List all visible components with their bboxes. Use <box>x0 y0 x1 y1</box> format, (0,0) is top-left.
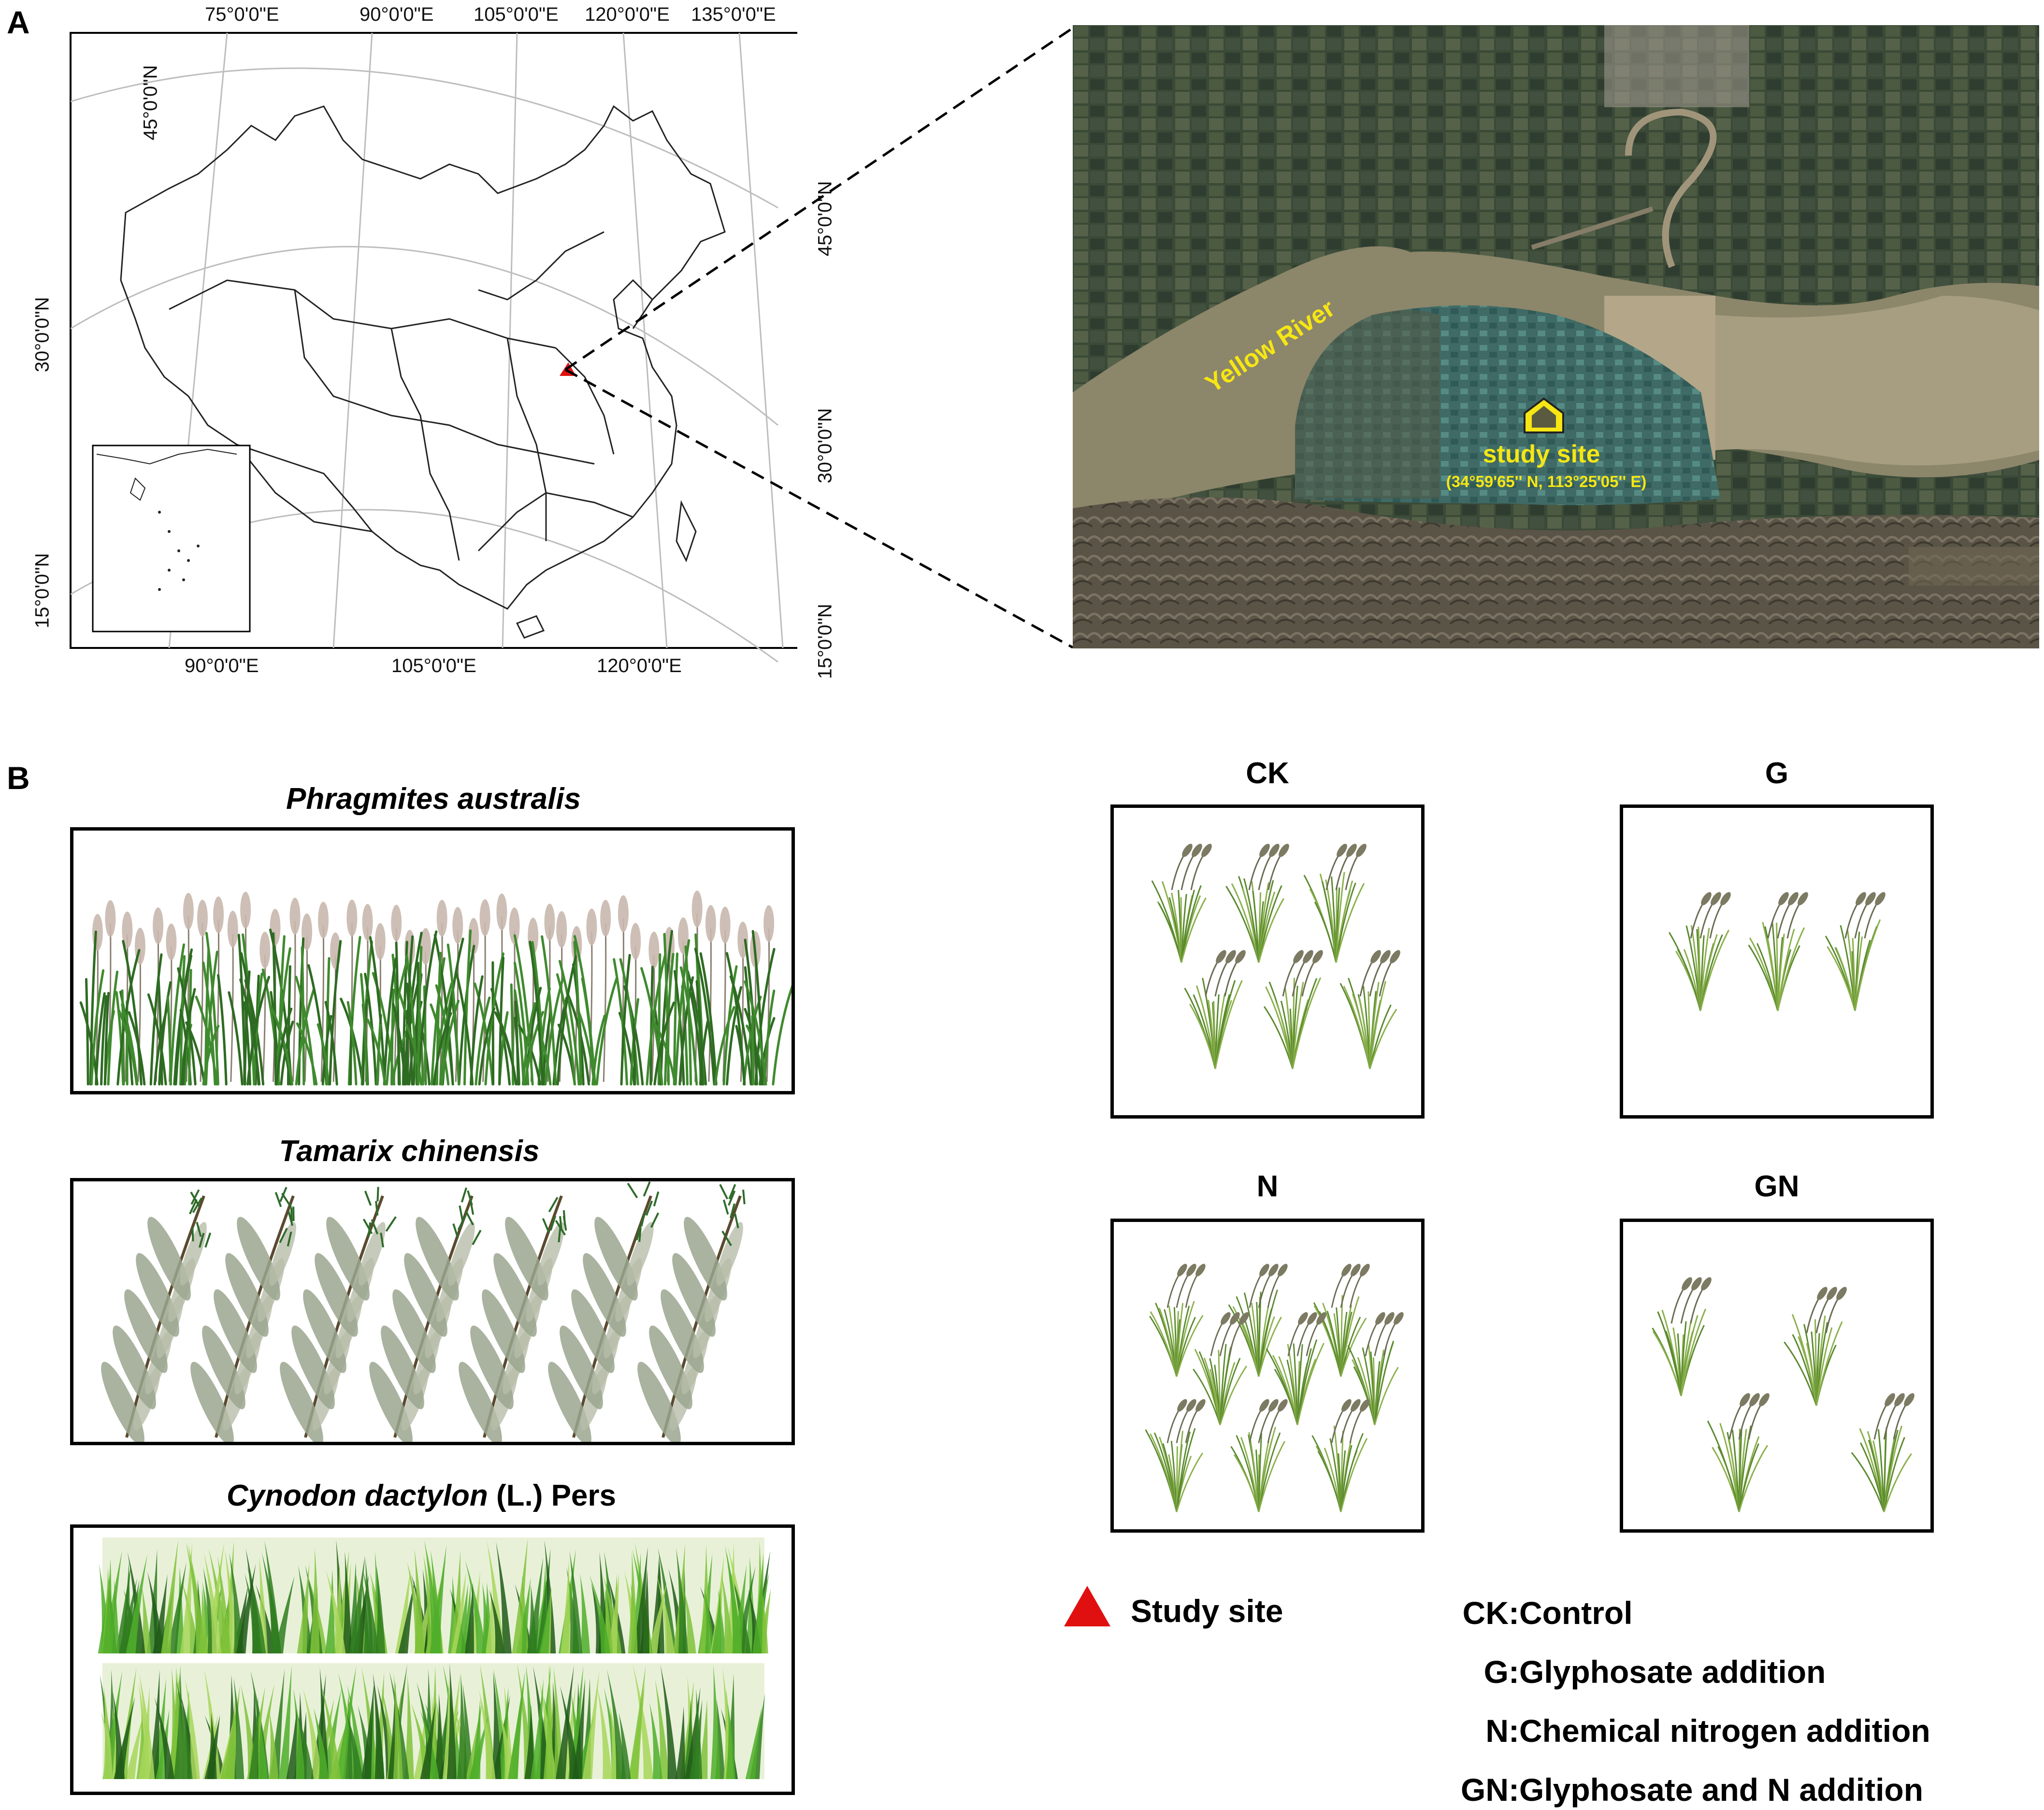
cynodon-grass <box>98 1537 771 1779</box>
top-lon-2: 90°0'0"E <box>360 4 434 25</box>
species-title-cynodon: Cynodon dactylon (L.) Pers <box>71 1479 772 1513</box>
legend-gn: GN:Glyphosate and N addition <box>1450 1771 1923 1808</box>
top-lon-1: 75°0'0"E <box>205 4 279 25</box>
reed-plant <box>1784 1287 1847 1406</box>
reed-plant <box>1230 1399 1288 1512</box>
legend-text: :Control <box>1509 1595 1633 1631</box>
satellite-image <box>1073 25 2039 648</box>
species-name-plain: (L.) Pers <box>488 1479 617 1512</box>
legend-code: N <box>1485 1713 1509 1749</box>
reed-plant <box>1669 892 1731 1011</box>
top-lon-3: 105°0'0"E <box>474 4 559 25</box>
reed-plant <box>1193 1312 1249 1425</box>
reed-plant <box>1263 950 1323 1069</box>
species-title-phragmites: Phragmites australis <box>71 782 796 816</box>
reed-plant <box>1228 1264 1288 1377</box>
legend-code: GN <box>1461 1772 1509 1808</box>
reed-plant <box>1184 950 1246 1069</box>
species-name-italic: Phragmites australis <box>286 782 581 816</box>
legend-ck: CK:Control <box>1450 1595 1633 1631</box>
china-map-svg <box>70 32 825 663</box>
treatment-plot-ck <box>1110 804 1425 1119</box>
bottom-lon-2: 105°0'0"E <box>391 655 476 676</box>
treatment-title-n: N <box>1256 1170 1279 1203</box>
reed-plant <box>1851 1393 1914 1512</box>
study-site-legend-marker <box>1063 1585 1111 1630</box>
reed-plant <box>1339 950 1400 1069</box>
panel-a-letter: A <box>7 4 30 40</box>
reed-plant <box>1266 1312 1326 1425</box>
tamarix-illustration <box>70 1178 795 1446</box>
reed-plant <box>1313 1264 1370 1377</box>
phragmites-illustration <box>70 827 795 1094</box>
study-site-icon <box>1522 396 1566 435</box>
top-lon-5: 135°0'0"E <box>691 4 776 25</box>
bottom-lon-1: 90°0'0"E <box>185 655 259 676</box>
legend-code: CK <box>1462 1595 1509 1631</box>
reed-plant <box>1825 892 1886 1011</box>
reed-plant <box>1303 844 1367 963</box>
study-site-label: study site <box>1483 440 1600 468</box>
legend-text: :Glyphosate and N addition <box>1509 1772 1924 1808</box>
south-china-sea-inset <box>92 445 251 632</box>
legend-text: :Glyphosate addition <box>1509 1654 1826 1690</box>
cynodon-illustration <box>70 1524 795 1795</box>
reed-plant <box>1151 844 1212 963</box>
reed-plant <box>1225 844 1289 963</box>
treatment-plot-n <box>1110 1219 1425 1533</box>
treatment-plot-gn <box>1620 1219 1934 1533</box>
treatment-title-ck: CK <box>1246 757 1289 790</box>
reed-plant <box>1347 1312 1404 1425</box>
species-name-italic: Tamarix chinensis <box>279 1135 540 1168</box>
legend-g: G:Glyphosate addition <box>1450 1653 1826 1690</box>
legend-n: N:Chemical nitrogen addition <box>1450 1712 1930 1749</box>
legend-code: G <box>1483 1654 1509 1690</box>
study-site-legend-label: Study site <box>1131 1593 1283 1629</box>
treatment-plot-g <box>1620 804 1934 1119</box>
tamarix-shrubs <box>101 1181 746 1446</box>
reed-plant <box>1149 1264 1206 1377</box>
reed-plant <box>1707 1393 1770 1512</box>
bottom-lon-3: 120°0'0"E <box>597 655 682 676</box>
china-map <box>24 29 825 686</box>
reed-plant <box>1748 892 1808 1011</box>
zoom-lines <box>564 27 1074 649</box>
reed-bed <box>79 891 794 1086</box>
panel-b-letter: B <box>7 760 30 796</box>
species-name-italic: Cynodon dactylon <box>226 1479 488 1512</box>
reed-plant <box>1145 1399 1206 1512</box>
species-title-tamarix: Tamarix chinensis <box>71 1134 748 1168</box>
treatment-title-g: G <box>1765 757 1789 790</box>
reed-plant <box>1652 1277 1712 1396</box>
treatment-title-gn: GN <box>1754 1170 1799 1203</box>
top-lon-4: 120°0'0"E <box>585 4 670 25</box>
reed-plant <box>1311 1399 1370 1512</box>
study-site-coords: (34°59'65'' N, 113°25'05'' E) <box>1446 473 1647 490</box>
legend-text: :Chemical nitrogen addition <box>1509 1713 1930 1749</box>
china-outline <box>120 105 726 639</box>
